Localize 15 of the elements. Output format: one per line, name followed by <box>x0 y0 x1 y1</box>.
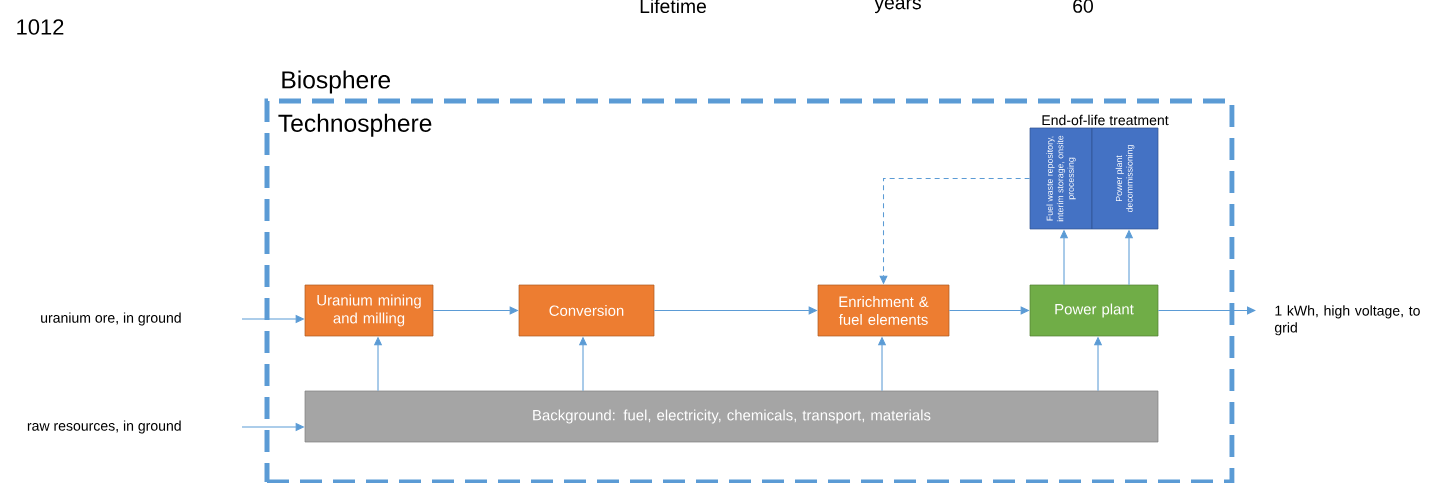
text-label: Biosphere <box>282 70 391 94</box>
process-box: Background: fuel, electricity, chemicals, transport, materials <box>304 390 1159 443</box>
flow-label: raw resources, in ground <box>27 420 181 434</box>
process-box: Power plant decommissioning <box>1091 127 1159 230</box>
text-label: 1012 <box>17 19 64 35</box>
text-label: End-of-life treatment <box>1042 114 1169 126</box>
flow-label: uranium ore, in ground <box>41 312 181 326</box>
process-box: Fuel waste repository, interim storage, onsite processing <box>1029 127 1093 230</box>
process-box: Uranium mining and milling <box>304 284 434 337</box>
process-box: Power plant <box>1029 284 1159 337</box>
text-label: 60 <box>1073 0 1093 13</box>
process-box: Conversion <box>518 284 655 337</box>
process-box: Enrichment & fuel elements <box>817 284 950 337</box>
flow-label: 1 kWh, high voltage, to grid <box>1274 305 1420 336</box>
arrow <box>1157 306 1256 315</box>
